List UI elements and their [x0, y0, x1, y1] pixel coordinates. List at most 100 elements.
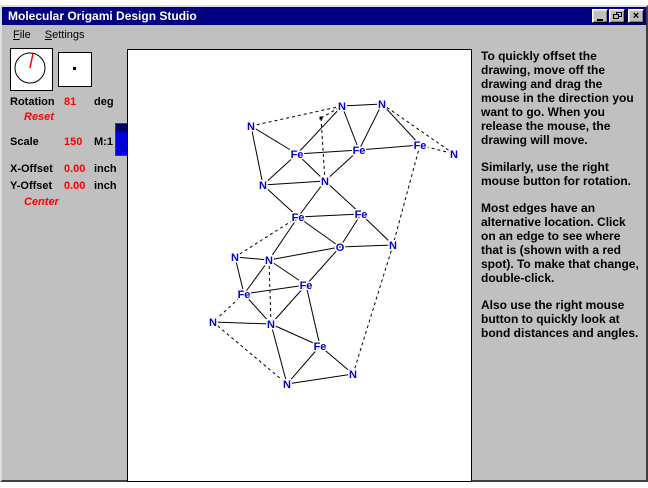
atom-label-fe[interactable]: Fe: [290, 211, 306, 226]
title-bar[interactable]: Molecular Origami Design Studio ×: [2, 7, 646, 25]
atom-label-n[interactable]: N: [320, 175, 331, 190]
reset-button[interactable]: Reset: [24, 111, 54, 123]
x-offset-value: 0.00: [64, 163, 86, 175]
bond[interactable]: [262, 153, 298, 186]
rotation-value: 81: [64, 96, 77, 108]
bond[interactable]: [286, 345, 321, 385]
close-button[interactable]: ×: [628, 9, 644, 23]
center-button[interactable]: Center: [24, 196, 59, 208]
bond[interactable]: [360, 213, 394, 246]
atom-label-n[interactable]: N: [246, 120, 257, 135]
window-controls: ×: [591, 9, 644, 23]
restore-button[interactable]: [609, 9, 625, 23]
bond[interactable]: [297, 180, 326, 218]
atom-label-fe[interactable]: Fe: [298, 279, 314, 294]
bond-dashed[interactable]: [234, 216, 299, 258]
bond[interactable]: [297, 213, 362, 218]
atom-label-n[interactable]: N: [348, 368, 359, 383]
scale-slider-body: [116, 132, 127, 155]
bond-dashed[interactable]: [212, 321, 288, 385]
atom-label-fe[interactable]: Fe: [351, 144, 367, 159]
bond[interactable]: [324, 180, 362, 215]
rotation-dial[interactable]: [10, 48, 53, 91]
minimize-icon: [597, 18, 603, 21]
bond[interactable]: [268, 259, 307, 286]
minimize-button[interactable]: [592, 9, 608, 23]
rotation-dial-graphic: [14, 52, 46, 84]
menu-item-file[interactable]: File: [13, 28, 31, 41]
restore-icon: [612, 12, 622, 20]
bond[interactable]: [339, 244, 394, 248]
atom-label-n[interactable]: N: [282, 378, 293, 393]
atom-label-n[interactable]: N: [388, 239, 399, 254]
atom-label-n[interactable]: N: [264, 254, 275, 269]
rotation-unit: deg: [94, 96, 114, 108]
bond[interactable]: [305, 246, 341, 286]
bond[interactable]: [268, 216, 299, 261]
scale-value: 150: [64, 136, 83, 148]
menu-item-settings[interactable]: Settings: [44, 28, 85, 41]
bond[interactable]: [358, 144, 421, 151]
bond-dashed[interactable]: [268, 259, 272, 325]
bond[interactable]: [234, 256, 245, 295]
bond[interactable]: [243, 259, 270, 295]
bond[interactable]: [262, 184, 299, 218]
bond[interactable]: [339, 213, 362, 248]
close-icon: ×: [632, 10, 640, 22]
atom-label-fe[interactable]: Fe: [353, 208, 369, 223]
atom-label-fe[interactable]: Fe: [236, 288, 252, 303]
bond[interactable]: [297, 216, 341, 248]
bond[interactable]: [381, 103, 421, 146]
atom-label-o[interactable]: O: [334, 241, 346, 256]
x-offset-row: X-Offset 0.00 inch: [10, 163, 117, 175]
bond[interactable]: [341, 105, 360, 151]
bond[interactable]: [250, 125, 298, 155]
bond-dashed[interactable]: [392, 144, 421, 246]
bond-dashed[interactable]: [250, 105, 343, 127]
bond[interactable]: [270, 323, 288, 385]
bond[interactable]: [243, 284, 307, 295]
bond[interactable]: [250, 125, 264, 186]
bond[interactable]: [358, 103, 383, 151]
atom-label-n[interactable]: N: [258, 179, 269, 194]
app-window: Molecular Origami Design Studio × File Se…: [0, 5, 648, 482]
bond[interactable]: [296, 149, 360, 155]
atom-label-n[interactable]: N: [377, 98, 388, 113]
atom-label-fe[interactable]: Fe: [412, 139, 428, 154]
bond[interactable]: [268, 246, 341, 261]
content-area: Rotation 81 deg Reset Scale 150 M:1 X-Of…: [2, 44, 646, 482]
y-offset-label: Y-Offset: [10, 180, 53, 192]
atom-label-n[interactable]: N: [266, 318, 277, 333]
bond-dashed[interactable]: [381, 103, 455, 155]
x-offset-unit: inch: [94, 163, 117, 175]
bond[interactable]: [324, 149, 360, 182]
bond[interactable]: [296, 153, 326, 182]
menu-bar: File Settings: [2, 25, 646, 44]
atom-label-fe[interactable]: Fe: [289, 148, 305, 163]
atom-label-n[interactable]: N: [449, 148, 460, 163]
bond[interactable]: [212, 321, 272, 325]
bond[interactable]: [296, 105, 343, 155]
bond-dashed[interactable]: [320, 105, 343, 119]
bond[interactable]: [262, 180, 326, 186]
bond-dashed[interactable]: [352, 244, 394, 375]
atom-label-n[interactable]: N: [230, 251, 241, 266]
bond[interactable]: [270, 323, 321, 347]
bond[interactable]: [270, 284, 307, 325]
atom-label-n[interactable]: N: [337, 100, 348, 115]
bond[interactable]: [341, 103, 383, 107]
marker-dot-icon: [73, 67, 76, 70]
bond[interactable]: [234, 256, 270, 261]
bond[interactable]: [286, 373, 354, 385]
atom-label-fe[interactable]: Fe: [312, 340, 328, 355]
bond-dashed[interactable]: [320, 117, 326, 182]
vertex-dot[interactable]: [319, 116, 323, 120]
bond[interactable]: [319, 345, 354, 375]
bond[interactable]: [243, 293, 272, 325]
atom-label-n[interactable]: N: [208, 316, 219, 331]
bond[interactable]: [305, 284, 321, 347]
scale-label: Scale: [10, 136, 39, 148]
bond-dashed[interactable]: [212, 293, 245, 323]
